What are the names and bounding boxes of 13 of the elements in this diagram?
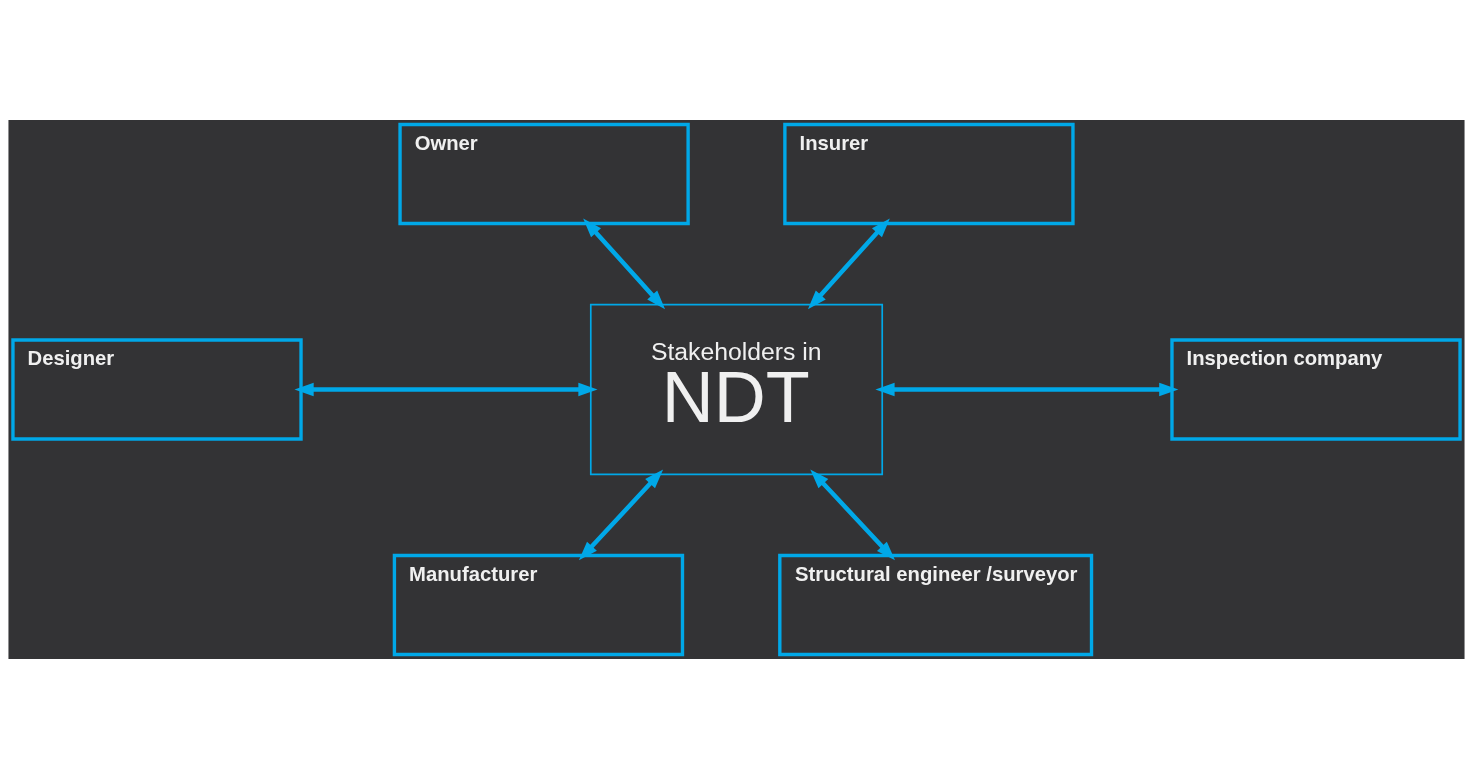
- node-box: Structural engineer /surveyor: [778, 553, 1094, 657]
- node-box: Insurer: [783, 122, 1075, 226]
- arrow: [810, 469, 895, 561]
- node-box: Inspection company: [1170, 338, 1462, 441]
- node-box: Manufacturer: [392, 553, 685, 657]
- arrow: [583, 218, 666, 310]
- arrow: [875, 382, 1179, 397]
- arrow: [294, 382, 598, 397]
- arrow: [807, 218, 890, 310]
- arrow: [578, 469, 664, 561]
- node-box: Owner: [398, 122, 690, 226]
- node-box: Stakeholders in NDT: [589, 303, 884, 476]
- node-box: Designer: [11, 338, 303, 441]
